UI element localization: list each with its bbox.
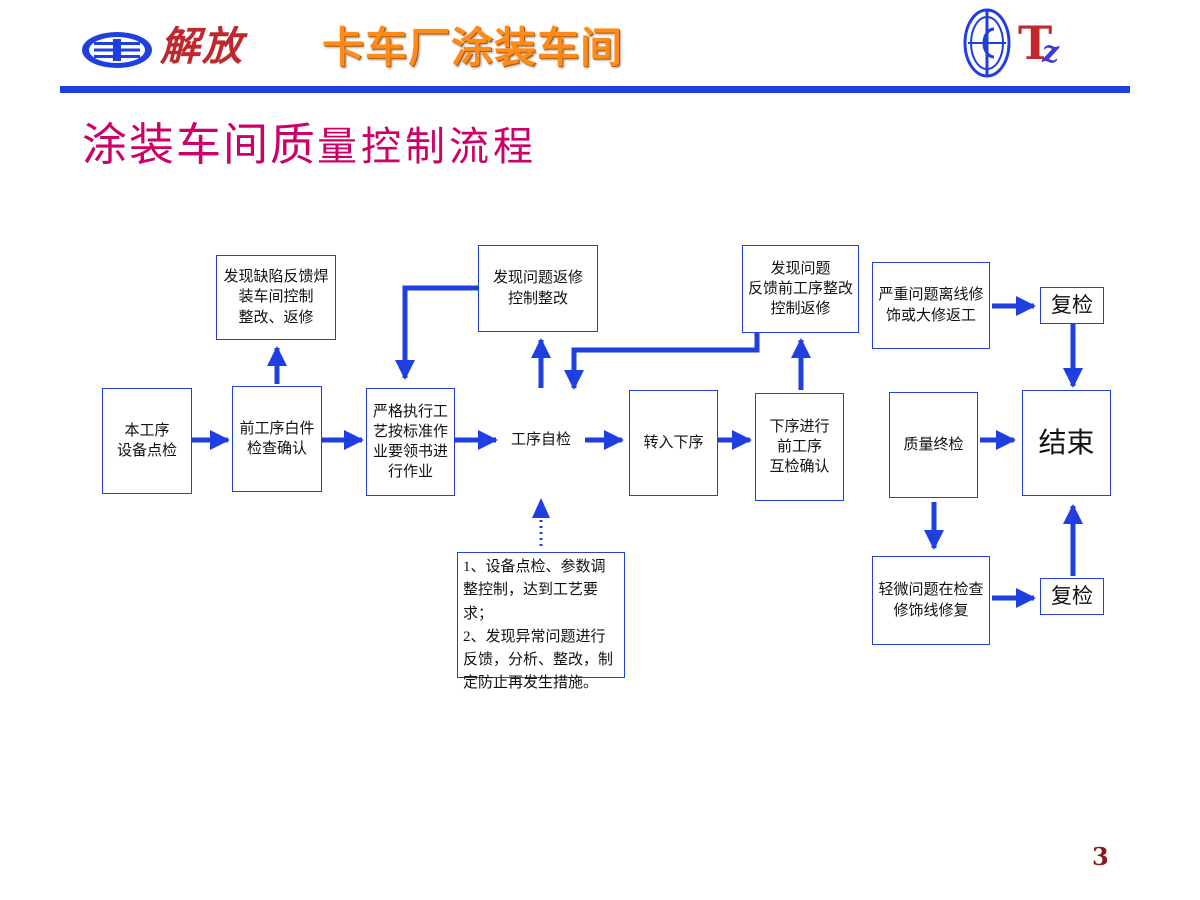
feedback-previous-box: 发现问题 反馈前工序整改 控制返修 — [742, 245, 859, 333]
node-mutual-check: 下序进行 前工序 互检确认 — [755, 393, 844, 501]
feedback-welding-box: 发现缺陷反馈焊 装车间控制 整改、返修 — [216, 255, 336, 340]
feedback-welding-label: 发现缺陷反馈焊 装车间控制 整改、返修 — [223, 269, 329, 326]
self-check-note-text: 1、设备点检、参数调整控制，达到工艺要求； 2、发现异常问题进行反馈，分析、整改… — [463, 559, 614, 692]
rework-control-box: 发现问题返修 控制整改 — [478, 245, 598, 332]
page-title-part1: 涂装车间质 — [82, 118, 318, 171]
page-number: 3 — [1092, 842, 1109, 871]
rework-control-label: 发现问题返修 控制整改 — [492, 270, 583, 307]
node-mutual-check-label: 下序进行 前工序 互检确认 — [769, 418, 830, 476]
tz-logo: T z — [1018, 20, 1074, 72]
recheck-top-box: 复检 — [1040, 287, 1104, 324]
node-transfer-next: 转入下序 — [629, 390, 718, 496]
tz-logo-t: T — [1018, 16, 1053, 70]
arrow-t3-n4 — [564, 333, 760, 390]
recheck-bottom-box: 复检 — [1040, 578, 1104, 615]
serious-issue-box: 严重问题离线修 饰或大修返工 — [872, 262, 990, 349]
tz-logo-z: z — [1042, 35, 1060, 70]
self-check-note-box: 1、设备点检、参数调整控制，达到工艺要求； 2、发现异常问题进行反馈，分析、整改… — [457, 552, 625, 691]
node-incoming-inspection-label: 前工序白件 检查确认 — [239, 420, 315, 457]
page-title: 涂装车间质量控制流程 — [82, 108, 537, 173]
node-final-inspection-label: 质量终检 — [903, 436, 964, 453]
node-equipment-check-label: 本工序 设备点检 — [116, 422, 177, 459]
node-end-label: 结束 — [1038, 426, 1095, 460]
minor-issue-label: 轻微问题在检查 修饰线修复 — [878, 582, 984, 619]
node-end: 结束 — [1022, 390, 1111, 496]
recheck-bottom-label: 复检 — [1051, 584, 1093, 609]
page-title-part2: 量控制流程 — [317, 124, 538, 170]
emblem-logo-icon — [963, 8, 1011, 78]
arrow-b1-n4-head — [532, 498, 550, 518]
arrow-t2-n3 — [395, 285, 478, 380]
header-divider — [60, 86, 1130, 93]
recheck-top-label: 复检 — [1051, 293, 1093, 318]
node-incoming-inspection: 前工序白件 检查确认 — [232, 386, 322, 492]
node-standard-operation: 严格执行工 艺按标准作 业要领书进 行作业 — [366, 388, 455, 496]
node-self-check-label: 工序自检 — [510, 431, 571, 448]
node-equipment-check: 本工序 设备点检 — [102, 388, 192, 494]
node-transfer-next-label: 转入下序 — [643, 434, 704, 451]
serious-issue-label: 严重问题离线修 饰或大修返工 — [878, 287, 984, 324]
node-self-check: 工序自检 — [498, 418, 584, 462]
header-title: 卡车厂涂装车间 — [322, 23, 624, 72]
minor-issue-box: 轻微问题在检查 修饰线修复 — [872, 556, 990, 645]
faw-logo-icon — [82, 32, 152, 68]
node-final-inspection: 质量终检 — [889, 392, 978, 498]
brand-name: 解放 — [160, 23, 244, 70]
feedback-previous-label: 发现问题 反馈前工序整改 控制返修 — [747, 260, 853, 318]
node-standard-operation-label: 严格执行工 艺按标准作 业要领书进 行作业 — [372, 403, 448, 481]
